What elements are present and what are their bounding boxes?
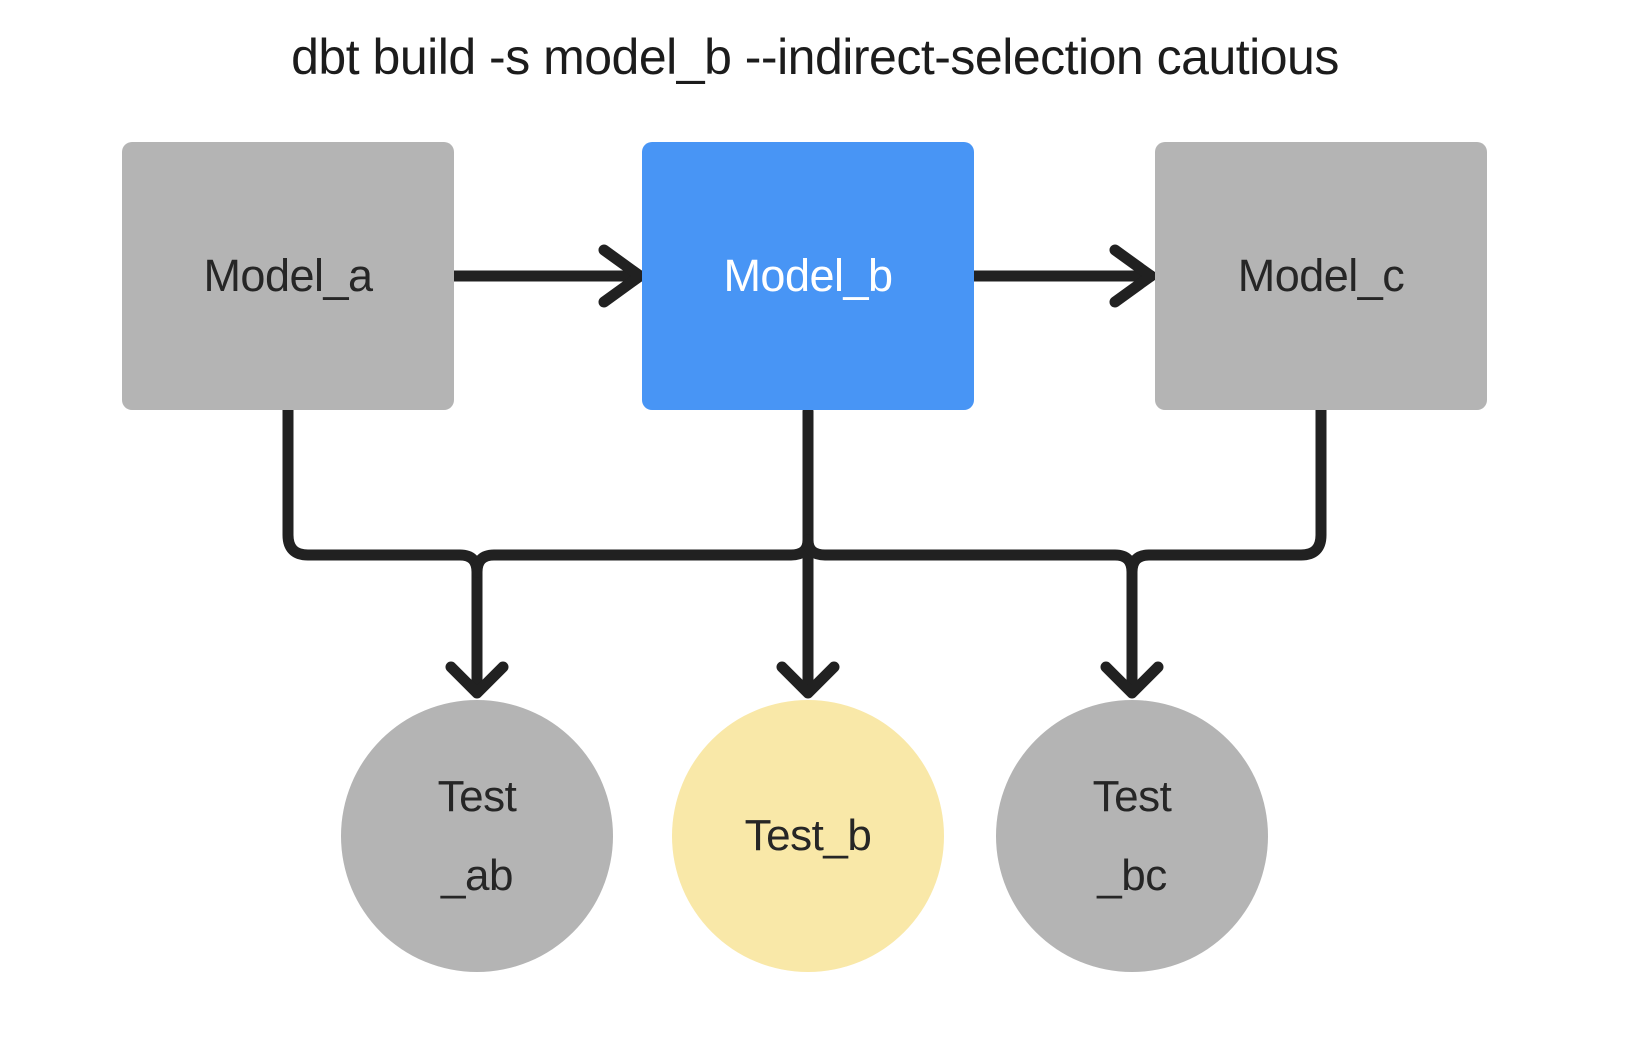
- diagram-title: dbt build -s model_b --indirect-selectio…: [291, 29, 1339, 85]
- edge-line: [802, 534, 1138, 578]
- node-test-ab: Test _ab: [341, 700, 613, 972]
- edge-line: [282, 404, 483, 698]
- arrowhead-right-icon: [598, 244, 646, 308]
- arrowhead-down-icon: [445, 661, 509, 699]
- edge-line: [471, 406, 814, 578]
- edge-line: [1126, 404, 1327, 698]
- node-test-bc-label-line1: Test: [1092, 771, 1172, 821]
- edge-model_a-model_b: [448, 244, 646, 308]
- edge-group: [282, 244, 1327, 699]
- node-test-ab-label-line1: Test: [437, 771, 517, 821]
- edge-model_b-test_bc: [802, 534, 1138, 578]
- node-test-b-label: Test_b: [745, 796, 872, 875]
- node-model-a: Model_a: [122, 142, 454, 410]
- node-model-c-label: Model_c: [1237, 250, 1405, 301]
- node-model-b-label: Model_b: [723, 250, 893, 301]
- edge-model_b-test_ab: [471, 406, 814, 578]
- node-test-bc-label-line2: _bc: [1097, 851, 1167, 900]
- node-model-b-selected: Model_b: [642, 142, 974, 410]
- node-test-b-selected: Test_b: [672, 700, 944, 972]
- edge-model_a-test_ab: [282, 404, 509, 699]
- node-test-bc: Test _bc: [996, 700, 1268, 972]
- node-model-a-label: Model_a: [203, 250, 373, 301]
- node-test-ab-label-line2: _ab: [441, 851, 513, 900]
- edge-model_c-test_bc: [1100, 404, 1327, 699]
- node-model-c: Model_c: [1155, 142, 1487, 410]
- arrowhead-right-icon: [1109, 244, 1157, 308]
- arrowhead-down-icon: [1100, 661, 1164, 699]
- edge-model_b-model_c: [968, 244, 1157, 308]
- node-test-b-label-line1: Test_b: [744, 811, 872, 861]
- arrowhead-down-icon: [776, 661, 840, 699]
- node-test-ab-label: Test _ab: [438, 757, 517, 915]
- node-test-bc-label: Test _bc: [1093, 757, 1172, 915]
